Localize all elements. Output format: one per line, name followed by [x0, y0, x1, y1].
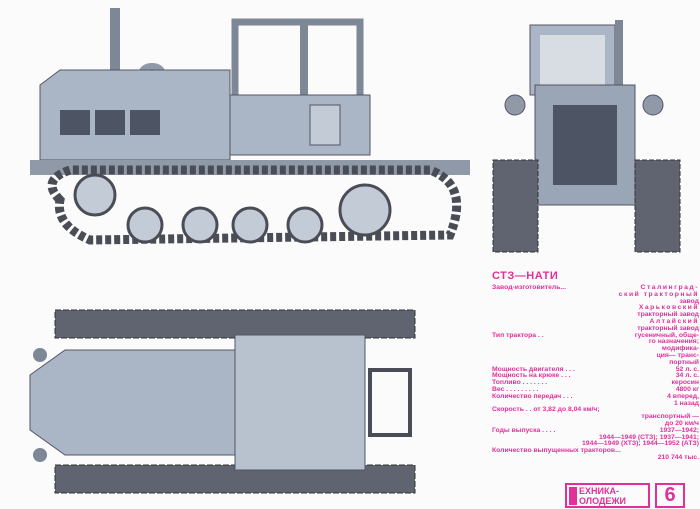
spec-value: керосин: [671, 379, 699, 387]
issue-number: 6: [655, 483, 685, 508]
spec-value: 34 л. с.: [675, 372, 699, 380]
spec-value: го назначения;: [648, 338, 699, 346]
spec-value: 4 вперед,: [667, 392, 699, 400]
specifications-panel: СТЗ—НАТИ Завод-изготовитель... Сталинград…: [492, 270, 699, 462]
spec-label: Тип трактора . .: [492, 331, 544, 339]
spec-value: ция— транс-: [656, 351, 699, 359]
spec-label: Скорость . . от 3,82 до 8,04 км/ч;: [492, 406, 600, 414]
spec-value: 1937—1942;: [659, 426, 699, 434]
spec-value: 210 744 тыс.: [657, 453, 699, 461]
spec-title: СТЗ—НАТИ: [492, 270, 559, 282]
spec-value: гусеничный, обще-: [634, 331, 699, 339]
spec-value: до 20 км/ч: [664, 419, 699, 427]
spec-value: 1944—1949 (ХТЗ); 1944—1952 (АТЗ): [582, 440, 699, 448]
spec-value: 52 л. с.: [675, 365, 699, 373]
spec-value: 1 назад: [673, 399, 699, 407]
spec-value: Сталинград-: [640, 284, 699, 291]
tractor-top-view: [29, 309, 416, 494]
spec-value: 1944—1949 (СТЗ); 1937—1941;: [598, 433, 699, 441]
spec-label: Годы выпуска . . . .: [492, 426, 556, 434]
tractor-front-view: [492, 20, 681, 253]
logo-line2: ОЛОДЕЖИ: [579, 496, 626, 506]
spec-value: завод: [679, 297, 699, 305]
spec-value: Харьковский: [638, 304, 699, 312]
spec-value: Алтайский: [649, 317, 699, 325]
spec-value: тракторный завод: [637, 324, 699, 332]
magazine-logo: ЕХНИКА- ОЛОДЕЖИ: [565, 483, 650, 508]
logo-mark: [569, 487, 577, 505]
spec-label: Количество выпущенных тракторов...: [492, 447, 621, 455]
spec-value: модифика-: [661, 345, 699, 353]
spec-label: Количество передач . . .: [492, 392, 573, 400]
spec-label: Мощность двигателя . . .: [492, 365, 575, 373]
spec-label: Завод-изготовитель...: [492, 284, 567, 291]
spec-label: Топливо . . . . . . .: [492, 379, 548, 387]
spec-label: Мощность на крюке . . .: [492, 372, 571, 380]
logo-line1: ЕХНИКА-: [579, 486, 619, 496]
spec-value: тракторный завод: [637, 311, 699, 319]
spec-value: 4800 кг: [675, 385, 699, 393]
tractor-side-view: [30, 8, 470, 245]
spec-value: транспортный —: [641, 413, 699, 421]
spec-label: Вес . . . . . . . . .: [492, 385, 539, 393]
spec-value: ский тракторный: [618, 290, 699, 298]
spec-value: портный: [669, 358, 699, 366]
